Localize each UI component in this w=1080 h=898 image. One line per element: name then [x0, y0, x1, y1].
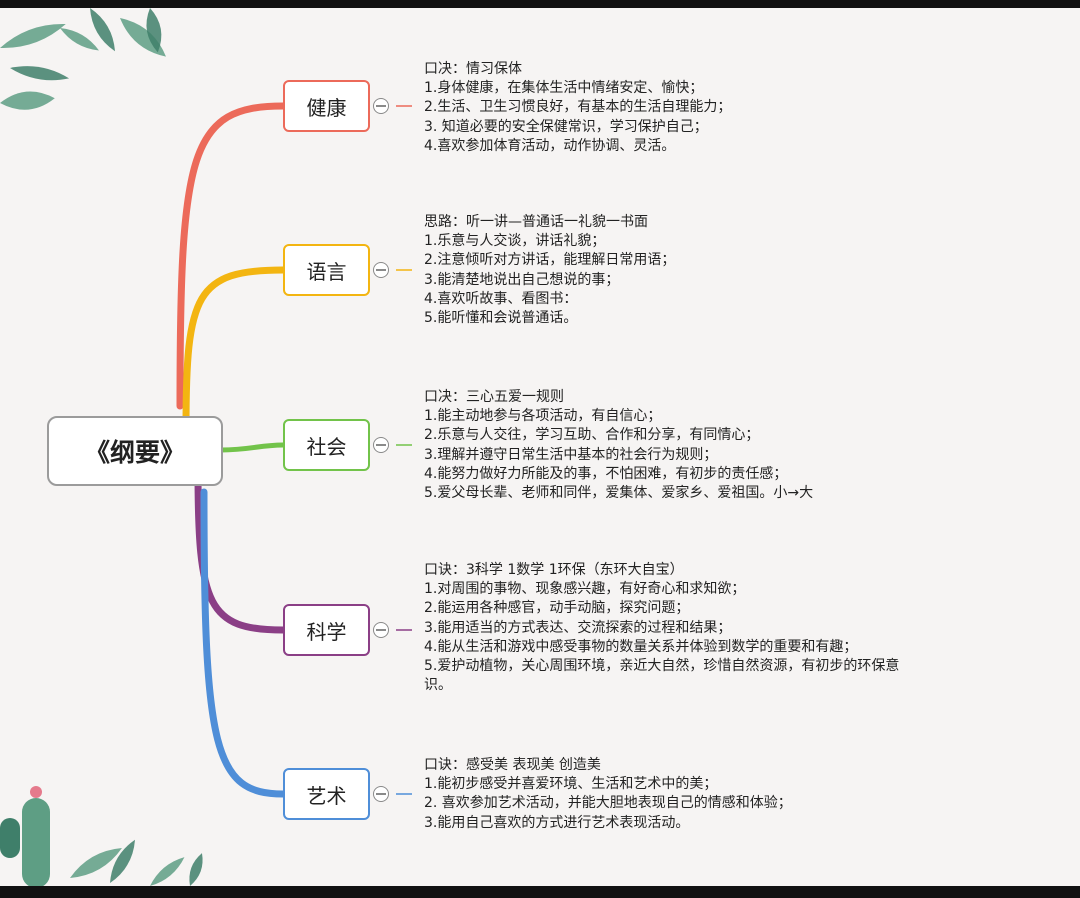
goal-item: 5.能听懂和会说普通话。 [424, 310, 578, 327]
goal-item: 2. 喜欢参加艺术活动，并能大胆地表现自己的情感和体验； [424, 795, 792, 812]
collapse-toggle-science-icon[interactable] [373, 622, 389, 638]
goal-item: 1.对周围的事物、现象感兴趣，有好奇心和求知欲； [424, 581, 746, 598]
goal-item: 1.身体健康，在集体生活中情绪安定、愉快； [424, 80, 704, 97]
detail-block-language: 思路：听一讲—普通话一礼貌一书面 1.乐意与人交谈，讲话礼貌； 2.注意倾听对方讲话… [424, 213, 1024, 328]
root-node[interactable]: 《纲要》 [47, 416, 223, 486]
goal-item: 3.能用自己喜欢的方式进行艺术表现活动。 [424, 814, 690, 831]
leaf-decoration-top-left-icon [0, 8, 166, 110]
cactus-decoration-bottom-left-icon [0, 786, 203, 886]
branch-line-language [182, 266, 287, 432]
goal-item: 4.喜欢听故事、看图书： [424, 290, 578, 307]
goal-item: 3.能清楚地说出自己想说的事； [424, 271, 620, 288]
mnemonic-text: 口决：三心五爱一规则 [424, 389, 564, 405]
branch-line-society [218, 442, 286, 453]
branch-line-art [200, 488, 287, 798]
subject-node-language[interactable]: 语言 [283, 244, 370, 296]
mnemonic-text: 口诀：3科学 1数学 1环保（东环大自宝） [424, 562, 684, 578]
goal-item: 3. 知道必要的安全保健常识，学习保护自己； [424, 118, 708, 135]
subject-node-society[interactable]: 社会 [283, 419, 370, 471]
branch-line-health [176, 102, 287, 410]
detail-block-science: 口诀：3科学 1数学 1环保（东环大自宝） 1.对周围的事物、现象感兴趣，有好奇心… [424, 561, 1024, 695]
goal-item: 2.乐意与人交往，学习互助、合作和分享，有同情心； [424, 427, 760, 444]
mind-map-canvas: 《纲要》 健康语言社会科学艺术 口决：情习保体 1.身体健康，在集体生活中情绪安定… [0, 8, 1080, 886]
branch-connectors [176, 102, 412, 798]
mnemonic-text: 口诀：感受美 表现美 创造美 [424, 757, 601, 773]
goal-item: 4.能努力做好力所能及的事，不怕困难，有初步的责任感； [424, 465, 788, 482]
collapse-toggle-art-icon[interactable] [373, 786, 389, 802]
goal-item: 3.能用适当的方式表达、交流探索的过程和结果； [424, 619, 732, 636]
detail-block-art: 口诀：感受美 表现美 创造美 1.能初步感受并喜爱环境、生活和艺术中的美； 2. 喜… [424, 756, 1024, 833]
collapse-toggle-society-icon[interactable] [373, 437, 389, 453]
goal-item: 2.注意倾听对方讲话，能理解日常用语； [424, 252, 676, 269]
goal-item: 4.能从生活和游戏中感受事物的数量关系并体验到数学的重要和有趣； [424, 638, 858, 655]
detail-block-society: 口决：三心五爱一规则 1.能主动地参与各项活动，有自信心； 2.乐意与人交往，学习互… [424, 388, 1024, 503]
collapse-toggle-language-icon[interactable] [373, 262, 389, 278]
subject-node-art[interactable]: 艺术 [283, 768, 370, 820]
mnemonic-text: 口决：情习保体 [424, 61, 522, 77]
goal-item: 3.理解并遵守日常生活中基本的社会行为规则； [424, 446, 718, 463]
goal-item: 识。 [424, 677, 452, 694]
goal-item: 1.能主动地参与各项活动，有自信心； [424, 408, 662, 425]
goal-item: 2.能运用各种感官，动手动脑，探究问题； [424, 600, 690, 617]
detail-block-health: 口决：情习保体 1.身体健康，在集体生活中情绪安定、愉快； 2.生活、卫生习惯良好，… [424, 60, 1024, 156]
goal-item: 1.能初步感受并喜爱环境、生活和艺术中的美； [424, 776, 718, 793]
branch-line-science [194, 466, 287, 634]
goal-item: 2.生活、卫生习惯良好，有基本的生活自理能力； [424, 99, 732, 116]
subject-node-science[interactable]: 科学 [283, 604, 370, 656]
goal-item: 5.爱父母长辈、老师和同伴，爱集体、爱家乡、爱祖国。小→大 [424, 485, 814, 502]
goal-item: 5.爱护动植物，关心周围环境，亲近大自然，珍惜自然资源，有初步的环保意 [424, 658, 900, 675]
collapse-toggle-health-icon[interactable] [373, 98, 389, 114]
mnemonic-text: 思路：听一讲—普通话一礼貌一书面 [424, 214, 648, 230]
goal-item: 1.乐意与人交谈，讲话礼貌； [424, 233, 606, 250]
subject-node-health[interactable]: 健康 [283, 80, 370, 132]
goal-item: 4.喜欢参加体育活动，动作协调、灵活。 [424, 137, 676, 154]
